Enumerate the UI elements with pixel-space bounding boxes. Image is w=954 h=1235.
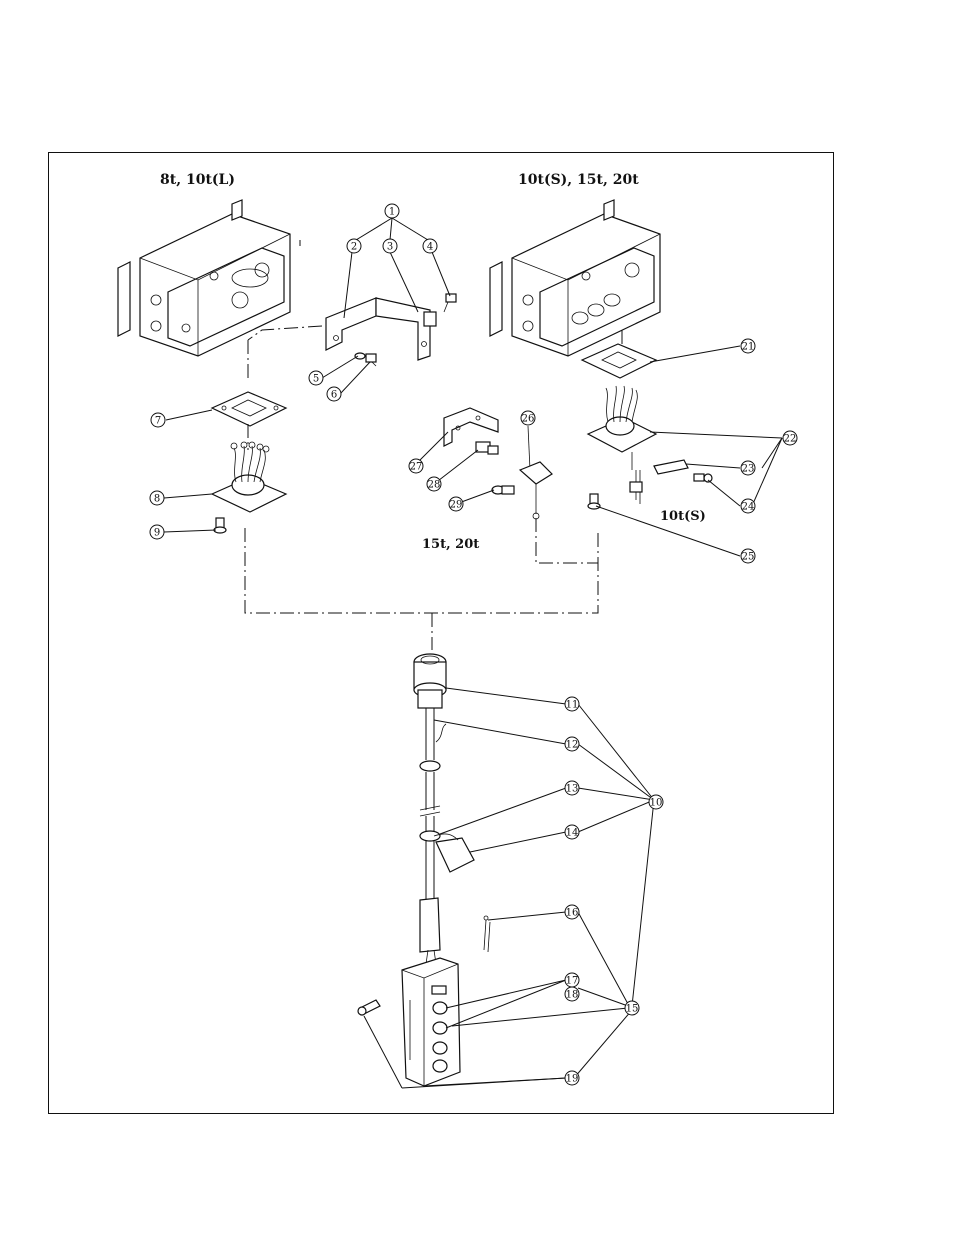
callout-24: 24: [740, 498, 756, 514]
left-junction-box: [117, 199, 291, 357]
callout-number-7: 7: [155, 416, 161, 427]
header-mid: 15t, 20t: [422, 537, 480, 552]
callout-17: 17: [564, 972, 580, 988]
callout-10: 10: [648, 794, 664, 810]
bracket-15t-20t: [443, 407, 553, 520]
callout-number-6: 6: [331, 390, 337, 401]
screw-25: [587, 493, 601, 510]
callout-8: 8: [149, 490, 165, 506]
callout-number-22: 22: [784, 434, 797, 445]
callout-6: 6: [326, 386, 342, 402]
cable-tag-13-14: [419, 830, 475, 873]
callout-number-15: 15: [626, 1004, 639, 1015]
cable-socket-22: [586, 385, 658, 504]
header-left: 8t, 10t(L): [160, 172, 235, 188]
callout-number-8: 8: [154, 494, 160, 505]
callout-12: 12: [564, 736, 580, 752]
callout-number-24: 24: [742, 502, 755, 513]
callout-18: 18: [564, 986, 580, 1002]
callout-number-11: 11: [566, 700, 579, 711]
callout-number-19: 19: [566, 1074, 579, 1085]
right-junction-box: [489, 199, 661, 357]
callout-22: 22: [782, 430, 798, 446]
callout-number-17: 17: [566, 976, 579, 987]
callout-number-28: 28: [428, 480, 441, 491]
callout-number-23: 23: [742, 464, 755, 475]
callout-number-1: 1: [389, 207, 395, 218]
header-variant: 10t(S): [660, 509, 706, 524]
callout-3: 3: [382, 238, 398, 254]
gasket-7: [210, 391, 288, 427]
callout-15: 15: [624, 1000, 640, 1016]
callout-number-27: 27: [410, 462, 423, 473]
callout-2: 2: [346, 238, 362, 254]
callout-number-9: 9: [154, 528, 160, 539]
header-right: 10t(S), 15t, 20t: [518, 172, 639, 188]
diagram-frame: [48, 152, 834, 1114]
callout-9: 9: [149, 524, 165, 540]
callout-7: 7: [150, 412, 166, 428]
callout-1: 1: [384, 203, 400, 219]
callout-number-10: 10: [650, 798, 663, 809]
callout-number-18: 18: [566, 990, 579, 1001]
callout-5: 5: [308, 370, 324, 386]
callout-25: 25: [740, 548, 756, 564]
callout-19: 19: [564, 1070, 580, 1086]
callout-13: 13: [564, 780, 580, 796]
cable-socket-8: [210, 441, 288, 513]
gasket-21: [580, 343, 658, 379]
callout-23: 23: [740, 460, 756, 476]
screw-19: [357, 999, 381, 1016]
pendant-switch-15: [401, 897, 461, 1087]
pendant-plug-11: [413, 653, 447, 709]
callout-number-5: 5: [313, 374, 319, 385]
pendant-cable-12: [419, 708, 447, 900]
callout-number-21: 21: [742, 342, 755, 353]
pin-16: [483, 915, 491, 953]
callout-number-3: 3: [387, 242, 393, 253]
leader-lines: [163, 217, 783, 1089]
callout-28: 28: [426, 476, 442, 492]
callout-number-2: 2: [351, 242, 357, 253]
callout-number-13: 13: [566, 784, 579, 795]
bracket-assembly: [325, 293, 457, 367]
screw-9: [213, 517, 227, 534]
callout-4: 4: [422, 238, 438, 254]
callout-16: 16: [564, 904, 580, 920]
callout-21: 21: [740, 338, 756, 354]
callout-14: 14: [564, 824, 580, 840]
callout-29: 29: [448, 496, 464, 512]
callout-number-29: 29: [450, 500, 463, 511]
plate-23-24: [653, 459, 713, 483]
callout-number-12: 12: [566, 740, 579, 751]
callout-27: 27: [408, 458, 424, 474]
callout-number-25: 25: [742, 552, 755, 563]
callout-number-4: 4: [427, 242, 433, 253]
callout-number-14: 14: [566, 828, 579, 839]
callout-26: 26: [520, 410, 536, 426]
callout-11: 11: [564, 696, 580, 712]
callout-number-16: 16: [566, 908, 579, 919]
callout-number-26: 26: [522, 414, 535, 425]
